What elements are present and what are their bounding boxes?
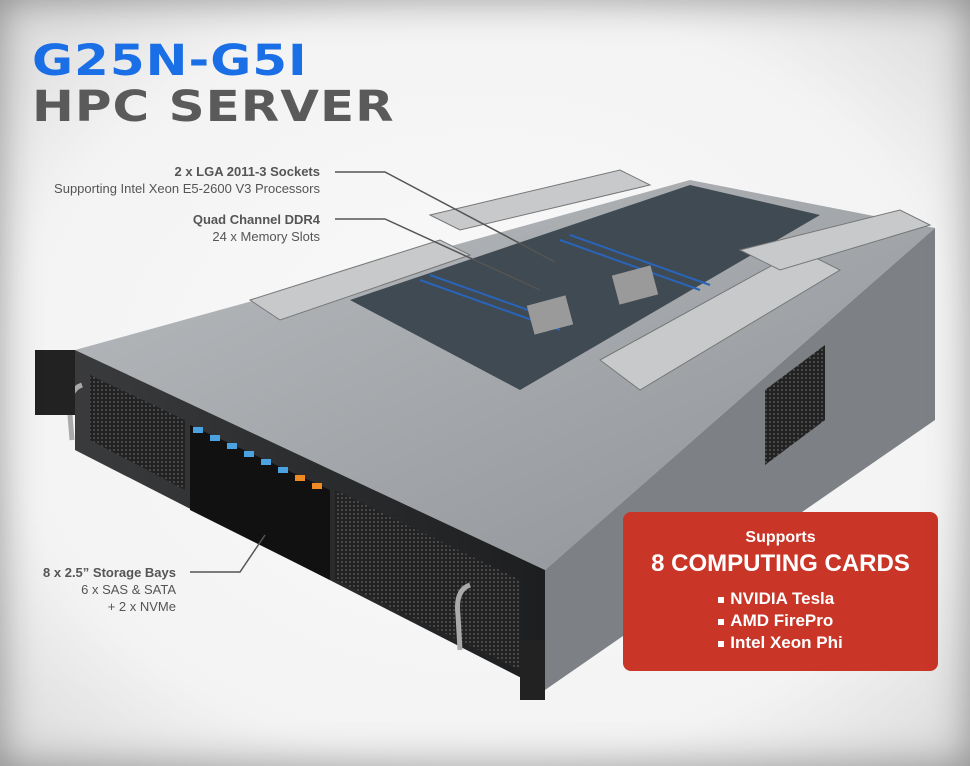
fan-ducts xyxy=(248,169,932,391)
annotation-detail-2: + 2 x NVMe xyxy=(107,599,176,614)
storage-bays xyxy=(190,425,330,580)
front-vent-left xyxy=(90,375,185,490)
front-vent-right xyxy=(335,490,520,670)
cpu-socket xyxy=(526,295,574,335)
motherboard-area xyxy=(350,185,820,390)
rack-ear-left xyxy=(35,350,75,415)
cpu-socket xyxy=(611,265,659,305)
annotation-heading: 2 x LGA 2011-3 Sockets xyxy=(174,164,321,179)
product-subtitle: HPC SERVER xyxy=(32,82,395,132)
product-model-title: G25N-G5I xyxy=(32,36,308,86)
badge-list-item: AMD FirePro xyxy=(718,610,842,632)
front-handle-right xyxy=(455,582,471,651)
side-vent xyxy=(765,345,825,465)
rack-ear-right xyxy=(520,640,545,700)
annotation-detail: Supporting Intel Xeon E5-2600 V3 Process… xyxy=(54,181,320,196)
annotation-detail: 6 x SAS & SATA xyxy=(81,582,176,597)
badge-list-item: NVIDIA Tesla xyxy=(718,588,842,610)
annotation-heading: Quad Channel DDR4 xyxy=(192,212,320,227)
annotation-heading: 8 x 2.5” Storage Bays xyxy=(43,565,176,580)
computing-cards-badge: Supports 8 COMPUTING CARDS NVIDIA Tesla … xyxy=(623,512,938,671)
leader-lines xyxy=(190,171,556,573)
annotation-memory: Quad Channel DDR4 24 x Memory Slots xyxy=(193,211,320,245)
badge-list: NVIDIA Tesla AMD FirePro Intel Xeon Phi xyxy=(718,588,842,654)
annotation-storage: 8 x 2.5” Storage Bays 6 x SAS & SATA + 2… xyxy=(43,564,176,615)
badge-list-item: Intel Xeon Phi xyxy=(718,632,842,654)
badge-headline: 8 COMPUTING CARDS xyxy=(651,550,910,577)
annotation-cpu-sockets: 2 x LGA 2011-3 Sockets Supporting Intel … xyxy=(54,163,320,197)
badge-supports: Supports xyxy=(745,529,816,546)
annotation-detail: 24 x Memory Slots xyxy=(212,229,320,244)
